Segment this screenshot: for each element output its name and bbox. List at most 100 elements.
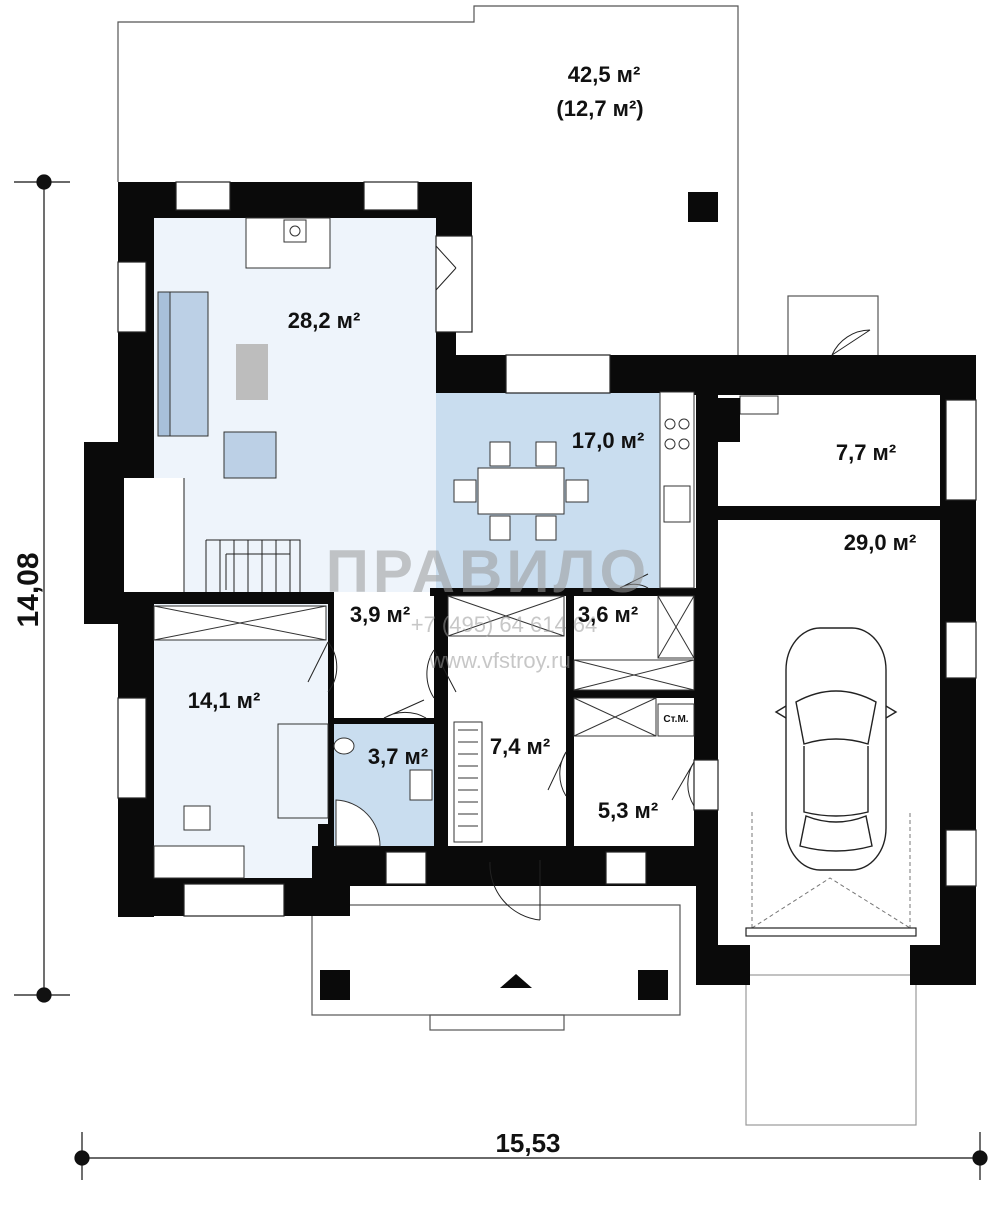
chair-top-2 (535, 441, 557, 467)
window-garage-right-1 (945, 621, 977, 679)
car-mirrors (774, 705, 898, 719)
watermark: ПРАВИЛО +7 (495) 64 614 64 www.vfstroy.r… (326, 538, 650, 673)
fireplace (283, 219, 307, 243)
car-rear-window (799, 815, 873, 852)
stair-steps (205, 540, 291, 592)
sink (663, 485, 691, 523)
columns (318, 192, 740, 1000)
utility-label: 5,3 м² (598, 798, 658, 823)
window-boiler-right (945, 399, 977, 501)
shoe-rack-lines (458, 729, 478, 827)
wall-top-garage (694, 355, 976, 395)
window-bath-bottom (385, 851, 427, 885)
bath-label: 3,7 м² (368, 744, 428, 769)
garage-door-lines (751, 812, 911, 929)
garage-gate (745, 927, 917, 937)
window-living-top-1 (175, 181, 231, 211)
closet-tag: Ст.М. (663, 714, 688, 725)
width-dim-dot-left (74, 1150, 90, 1166)
window-util-right (693, 759, 719, 811)
stove-burner-3 (664, 438, 676, 450)
watermark-phone: +7 (495) 64 614 64 (411, 612, 598, 637)
wall-garage-bottom-right (910, 945, 976, 985)
wardrobe-guest-x (153, 605, 327, 641)
window-living-top-2 (363, 181, 419, 211)
dimension-lines (14, 174, 988, 1180)
wardrobe-hall-x (447, 595, 565, 637)
guest-room-label: 14,1 м² (188, 688, 261, 713)
window-living-left (117, 261, 147, 333)
storage-label: 3,6 м² (578, 602, 638, 627)
door-entry-inner (547, 751, 567, 797)
window-guest-left (117, 697, 147, 799)
height-dim-dot-bottom (36, 987, 52, 1003)
utility-wardrobe-x (573, 697, 657, 737)
chair-bottom-2 (535, 515, 557, 541)
stove-burner-1 (664, 418, 676, 430)
terrace-outline (117, 5, 739, 355)
washing-machine (657, 703, 695, 737)
staircase (183, 478, 301, 592)
entrance-arrow-icon (500, 974, 532, 988)
bath-sink (409, 769, 433, 801)
watermark-site: www.vfstroy.ru (428, 648, 570, 673)
chair-bottom-1 (489, 515, 511, 541)
entry-label: 7,4 м² (490, 734, 550, 759)
storage-shelf-x (657, 595, 695, 659)
toilet (333, 737, 355, 755)
width-dim-dot-right (972, 1150, 988, 1166)
door-boiler (831, 329, 871, 356)
guest-cooking-pot (183, 805, 211, 831)
door-bath (383, 699, 427, 719)
wall-entry-right (566, 592, 574, 848)
vent-block-2 (318, 824, 332, 848)
sofa-back (157, 291, 171, 437)
wall-garage-bottom-left (696, 945, 750, 985)
wall-stor-bottom (566, 690, 694, 698)
garage-door-swing (751, 812, 911, 929)
armchair (223, 431, 277, 479)
window-garage-right-2 (945, 829, 977, 887)
door-storage (619, 573, 649, 589)
porch-column-left (320, 970, 350, 1000)
chair-top-1 (489, 441, 511, 467)
porch-column-right (638, 970, 668, 1000)
side-step (787, 295, 879, 357)
driveway (745, 974, 917, 1126)
shower (335, 799, 381, 847)
stair-area-floor (120, 478, 184, 592)
guest-sofa (277, 723, 329, 819)
storage-wardrobe-x (573, 659, 695, 691)
furniture (153, 217, 779, 879)
windows (117, 181, 977, 917)
dining-table (477, 467, 565, 515)
watermark-brand: ПРАВИЛО (326, 538, 650, 605)
vent-block-1 (718, 398, 740, 442)
wall-bay-left (84, 442, 124, 624)
stair-outline (183, 478, 301, 592)
doors (307, 245, 871, 921)
chair-right (565, 479, 589, 503)
car-body (785, 627, 887, 871)
terrace-column (688, 192, 718, 222)
wall-boiler-bottom (718, 506, 940, 520)
height-dimension-label: 14,08 (12, 552, 45, 627)
door-hall (426, 649, 457, 699)
door-util (671, 761, 695, 807)
hall-label: 3,9 м² (350, 602, 410, 627)
chair-left (453, 479, 477, 503)
window-guest-bottom (183, 883, 285, 917)
stove-burner-4 (678, 438, 690, 450)
car-icon (774, 627, 898, 871)
living-room-label: 28,2 м² (288, 308, 361, 333)
hall-floor (332, 598, 436, 720)
stove-burner-2 (678, 418, 690, 430)
wall-guest-top (118, 592, 334, 604)
shoe-rack (453, 721, 483, 843)
room-labels: 42,5 м² (12,7 м²) 28,2 м² 17,0 м² 7,7 м²… (188, 62, 917, 823)
wall-dining-bottom (430, 588, 700, 596)
porch-step (429, 1014, 565, 1031)
door-guest (307, 641, 338, 693)
garage-label: 29,0 м² (844, 530, 917, 555)
width-dimension-label: 15,53 (495, 1128, 560, 1158)
